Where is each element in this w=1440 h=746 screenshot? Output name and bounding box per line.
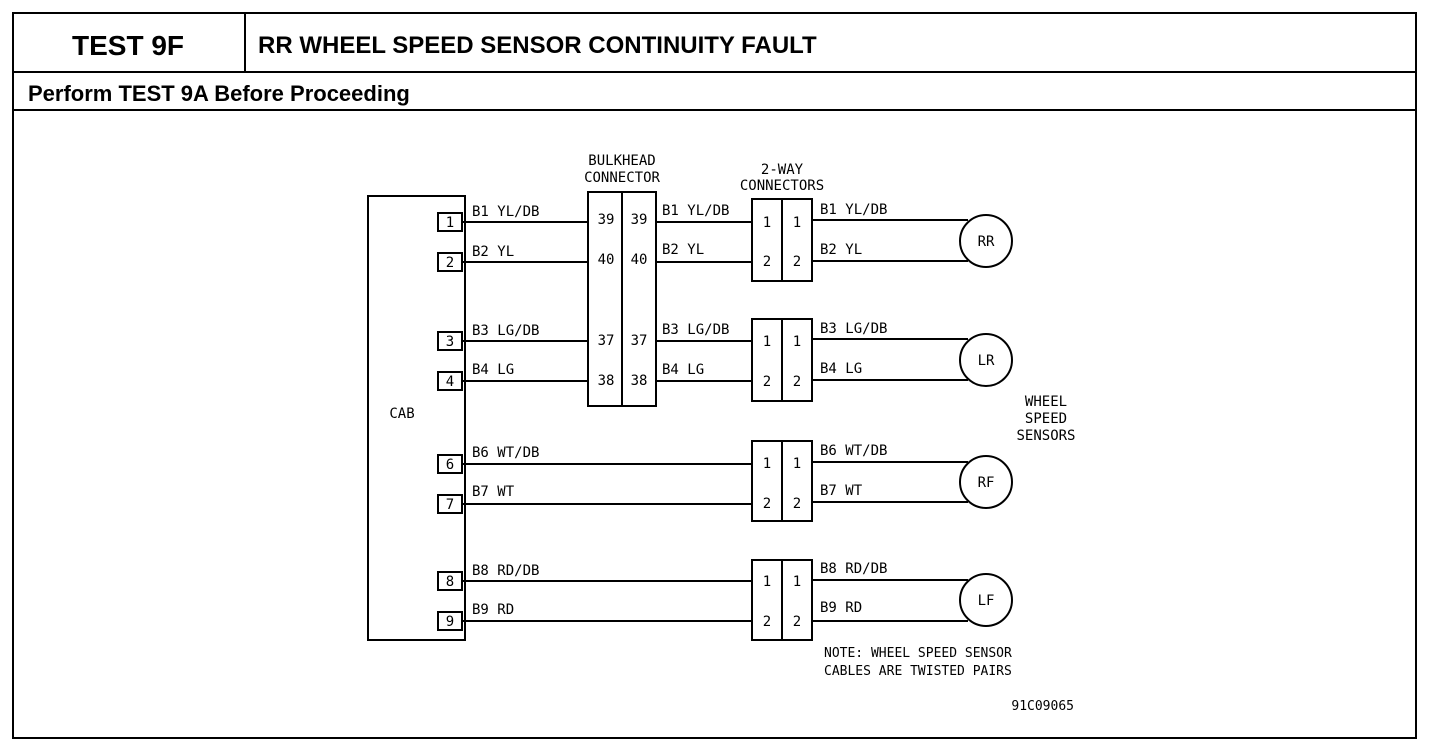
- twoway-pin-1: 1: [763, 456, 771, 472]
- wire-label: B8 RD/DB: [472, 563, 539, 579]
- twoway-pin-1: 1: [793, 334, 801, 350]
- sensor-rr: RR: [959, 214, 1013, 268]
- wires-cab-to-twoway: [462, 463, 752, 622]
- wire-label: B8 RD/DB: [820, 561, 887, 577]
- cab-pin-2: 2: [437, 252, 463, 272]
- twoway-pin-2: 2: [793, 496, 801, 512]
- twoway-pin-2: 2: [763, 254, 771, 270]
- note-text: CABLES ARE TWISTED PAIRS: [824, 664, 1012, 679]
- twoway-pin-2: 2: [793, 374, 801, 390]
- wire-label: B2 YL: [472, 244, 514, 260]
- note-text: NOTE: WHEEL SPEED SENSOR: [824, 646, 1012, 661]
- bulkhead-pin-39: 39: [598, 212, 615, 228]
- bulkhead-pin-39: 39: [631, 212, 648, 228]
- wire-label: B9 RD: [820, 600, 862, 616]
- cab-pin-8: 8: [437, 571, 463, 591]
- twoway-pin-2: 2: [793, 614, 801, 630]
- wire-label: B3 LG/DB: [662, 322, 729, 338]
- page-subtitle: Perform TEST 9A Before Proceeding: [28, 81, 410, 106]
- cab-pin-label: 8: [446, 574, 454, 590]
- cab-pin-label: 7: [446, 497, 454, 513]
- wire-label: B7 WT: [472, 484, 515, 500]
- cab-pin-label: 1: [446, 215, 454, 231]
- sensors-label: WHEEL: [1025, 394, 1067, 410]
- wire-label: B9 RD: [472, 602, 514, 618]
- twoway-connector-rr: 1 1 2 2: [751, 198, 813, 282]
- sensor-label: LR: [978, 353, 995, 369]
- twoway-pin-2: 2: [763, 374, 771, 390]
- sensors-label: SENSORS: [1016, 428, 1075, 444]
- wire-label: B6 WT/DB: [472, 445, 539, 461]
- wire-label: B1 YL/DB: [472, 204, 539, 220]
- sensor-label: RF: [978, 475, 995, 491]
- wire-label: B6 WT/DB: [820, 443, 887, 459]
- cab-pin-9: 9: [437, 611, 463, 631]
- twoway-pin-2: 2: [793, 254, 801, 270]
- bulkhead-label: CONNECTOR: [584, 170, 660, 186]
- cab-pin-4: 4: [437, 371, 463, 391]
- wires-twoway-to-sensors: [812, 219, 968, 622]
- twoway-label: CONNECTORS: [740, 178, 824, 194]
- cab-pin-label: 3: [446, 334, 454, 350]
- wire-label: B2 YL: [820, 242, 862, 258]
- twoway-pin-1: 1: [793, 456, 801, 472]
- twoway-pin-1: 1: [793, 215, 801, 231]
- cab-pin-1: 1: [437, 212, 463, 232]
- bulkhead-pin-40: 40: [598, 252, 615, 268]
- wire-label: B3 LG/DB: [820, 321, 887, 337]
- bulkhead-pins: 39 39 40 40 37 37 38 38: [598, 212, 648, 389]
- twoway-connector-lf: 1 1 2 2: [751, 559, 813, 641]
- wire-label: B2 YL: [662, 242, 704, 258]
- bulkhead-pin-38: 38: [598, 373, 615, 389]
- twoway-pin-1: 1: [763, 215, 771, 231]
- twoway-label: 2-WAY: [761, 162, 804, 178]
- bulkhead-pin-38: 38: [631, 373, 648, 389]
- bulkhead-pin-37: 37: [598, 333, 615, 349]
- wire-label: B7 WT: [820, 483, 863, 499]
- cab-pin-6: 6: [437, 454, 463, 474]
- sensor-label: RR: [978, 234, 995, 250]
- twoway-pin-2: 2: [763, 496, 771, 512]
- wire-label: B1 YL/DB: [662, 203, 729, 219]
- cab-pin-7: 7: [437, 494, 463, 514]
- wire-labels-left: B1 YL/DB B2 YL B3 LG/DB B4 LG B6 WT/DB B…: [472, 204, 539, 618]
- wire-labels-mid: B1 YL/DB B2 YL B3 LG/DB B4 LG: [662, 203, 729, 378]
- bulkhead-label: BULKHEAD: [588, 153, 655, 169]
- bulkhead-pin-37: 37: [631, 333, 648, 349]
- twoway-connector-rf: 1 1 2 2: [751, 440, 813, 522]
- figure-id: 91C09065: [1011, 699, 1074, 714]
- wire-labels-right: B1 YL/DB B2 YL B3 LG/DB B4 LG B6 WT/DB B…: [820, 202, 887, 616]
- twoway-pin-2: 2: [763, 614, 771, 630]
- wire-label: B4 LG: [820, 361, 862, 377]
- cab-pin-label: 2: [446, 255, 454, 271]
- page-title: RR WHEEL SPEED SENSOR CONTINUITY FAULT: [258, 32, 817, 59]
- twoway-connector-lr: 1 1 2 2: [751, 318, 813, 402]
- wire-label: B4 LG: [472, 362, 514, 378]
- cab-pin-label: 9: [446, 614, 454, 630]
- cab-module: [367, 195, 466, 641]
- outer-frame: [12, 12, 1417, 739]
- sensor-rf: RF: [959, 455, 1013, 509]
- sensor-label: LF: [978, 593, 995, 609]
- twoway-pin-1: 1: [793, 574, 801, 590]
- sensor-lf: LF: [959, 573, 1013, 627]
- cab-pin-label: 4: [446, 374, 454, 390]
- wire-label: B1 YL/DB: [820, 202, 887, 218]
- cab-pin-3: 3: [437, 331, 463, 351]
- bulkhead-pin-40: 40: [631, 252, 648, 268]
- cab-pin-label: 6: [446, 457, 454, 473]
- wire-label: B4 LG: [662, 362, 704, 378]
- wires-cab-to-bulkhead: [462, 221, 588, 382]
- sensor-lr: LR: [959, 333, 1013, 387]
- wire-label: B3 LG/DB: [472, 323, 539, 339]
- twoway-pin-1: 1: [763, 574, 771, 590]
- twoway-pin-1: 1: [763, 334, 771, 350]
- sensors-label: SPEED: [1025, 411, 1067, 427]
- test-id: TEST 9F: [72, 30, 184, 61]
- cab-label: CAB: [389, 406, 414, 422]
- wires-bulkhead-to-twoway: [656, 221, 752, 382]
